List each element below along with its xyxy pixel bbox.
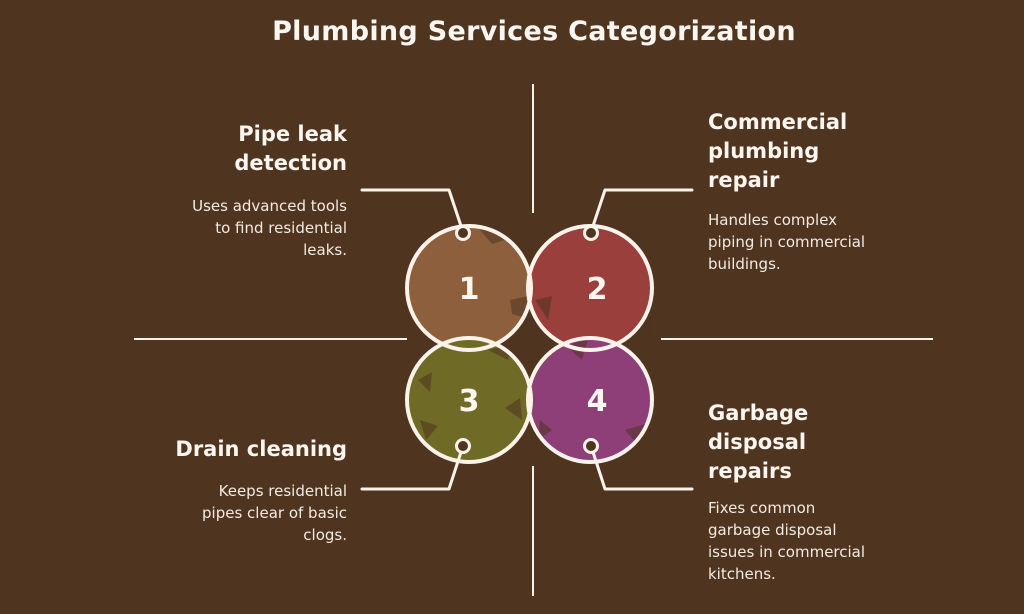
connector-dot-3	[455, 438, 471, 454]
item-1-description: Uses advanced tools to find residential …	[192, 195, 347, 261]
description-line: Handles complex	[708, 211, 838, 229]
diagram-title: Plumbing Services Categorization	[272, 16, 796, 47]
heading-line: disposal	[708, 430, 807, 454]
description-line: buildings.	[708, 255, 781, 273]
heading-line: Drain cleaning	[175, 437, 347, 461]
heading-line: repair	[708, 168, 780, 192]
item-1-heading: Pipe leak detection	[234, 120, 347, 178]
connector-3	[360, 450, 463, 491]
texture-patch	[625, 424, 645, 448]
connector-dot-1	[455, 225, 471, 241]
circle-3-number: 3	[459, 384, 480, 419]
description-line: garbage disposal	[708, 521, 837, 539]
circle-1-fill	[407, 226, 531, 350]
heading-line: repairs	[708, 459, 792, 483]
circle-fills	[407, 226, 652, 462]
connector-4	[591, 450, 694, 491]
circle-1-outline	[405, 224, 533, 352]
description-line: kitchens.	[708, 565, 776, 583]
item-3-heading: Drain cleaning	[175, 435, 347, 464]
description-line: issues in commercial	[708, 543, 866, 561]
item-3-description: Keeps residential pipes clear of basic c…	[202, 480, 347, 546]
description-line: leaks.	[303, 241, 347, 259]
circle-4-fill	[528, 338, 652, 462]
connector-dot-2	[583, 225, 599, 241]
heading-line: plumbing	[708, 139, 820, 163]
texture-patch	[420, 420, 438, 440]
heading-line: detection	[234, 151, 347, 175]
heading-line: Pipe leak	[238, 122, 347, 146]
description-line: piping in commercial	[708, 233, 866, 251]
item-4-heading: Garbage disposal repairs	[708, 399, 808, 486]
description-line: clogs.	[303, 526, 347, 544]
description-line: Keeps residential	[218, 482, 347, 500]
circle-4-number: 4	[587, 384, 608, 419]
texture-patch	[510, 296, 528, 318]
texture-patch	[535, 296, 552, 320]
texture-patch	[418, 372, 432, 392]
circle-3-fill	[407, 338, 531, 462]
circle-4-outline	[526, 336, 654, 464]
circle-2-fill	[528, 226, 652, 350]
connector-dot-4	[583, 438, 599, 454]
texture-patch	[640, 312, 652, 335]
item-4-description: Fixes common garbage disposal issues in …	[708, 497, 865, 585]
description-line: Fixes common	[708, 499, 816, 517]
description-line: pipes clear of basic	[202, 504, 347, 522]
texture-patch	[538, 420, 552, 440]
heading-line: Commercial	[708, 110, 848, 134]
circle-1-number: 1	[459, 272, 480, 307]
item-2-heading: Commercial plumbing repair	[708, 108, 847, 195]
circle-2-number: 2	[587, 272, 608, 307]
heading-line: Garbage	[708, 401, 809, 425]
connector-1	[360, 188, 463, 228]
item-2-description: Handles complex piping in commercial bui…	[708, 209, 865, 275]
description-line: to find residential	[215, 219, 347, 237]
connector-2	[591, 188, 694, 228]
circle-3-outline	[405, 336, 533, 464]
description-line: Uses advanced tools	[192, 197, 347, 215]
texture-patch	[505, 398, 522, 420]
